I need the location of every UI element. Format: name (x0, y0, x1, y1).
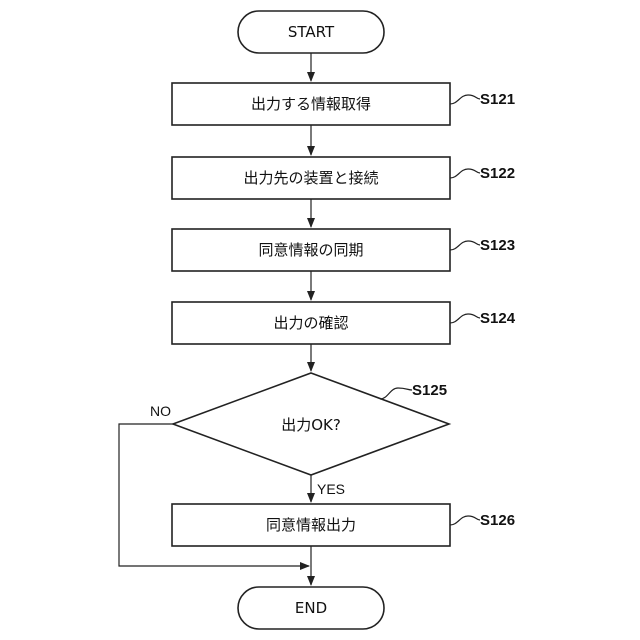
end-node: END (238, 587, 384, 629)
step-id-s121: S121 (480, 91, 515, 108)
process-step-s122: 出力先の装置と接続 (172, 157, 450, 199)
step-id-s122: S122 (480, 165, 515, 182)
start-label: START (288, 23, 335, 41)
decision-label: 出力OK? (281, 416, 341, 434)
process-step-s123: 同意情報の同期 (172, 229, 450, 271)
yes-label: YES (317, 481, 345, 497)
process-label-s121: 出力する情報取得 (251, 95, 371, 113)
process-step-s126: 同意情報出力 (172, 504, 450, 546)
step-id-s126: S126 (480, 512, 515, 529)
step-id-s125: S125 (412, 382, 447, 399)
leader-s126 (450, 516, 480, 525)
process-label-s126: 同意情報出力 (266, 516, 356, 534)
leader-s123 (450, 241, 480, 250)
end-label: END (295, 599, 327, 617)
no-label: NO (150, 403, 171, 419)
leader-s122 (450, 169, 480, 178)
step-id-s123: S123 (480, 237, 515, 254)
process-label-s122: 出力先の装置と接続 (243, 169, 378, 187)
leader-s124 (450, 314, 480, 323)
process-label-s123: 同意情報の同期 (258, 241, 363, 259)
process-step-s121: 出力する情報取得 (172, 83, 450, 125)
leader-s125 (380, 388, 412, 399)
leader-s121 (450, 95, 480, 104)
step-id-s124: S124 (480, 310, 516, 327)
decision-s125: 出力OK? (173, 373, 449, 475)
start-node: START (238, 11, 384, 53)
process-label-s124: 出力の確認 (273, 314, 348, 332)
process-step-s124: 出力の確認 (172, 302, 450, 344)
